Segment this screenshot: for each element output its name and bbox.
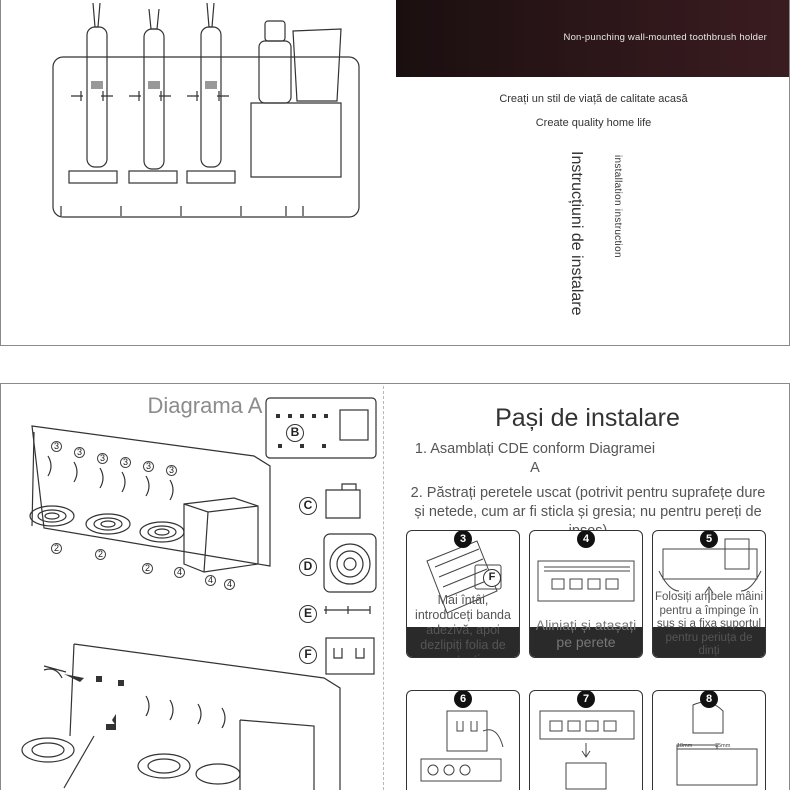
dark-banner: Non-punching wall-mounted toothbrush hol… [396,0,789,77]
part-label-f: F [483,569,501,587]
align-wall-illustration [537,560,635,602]
callout-2: 2 [95,549,106,560]
part-label-f: F [299,646,317,664]
installation-steps-title: Pași de instalare [495,404,680,432]
diagram-a-title: Diagrama A [147,393,263,418]
step-card-5: 5 Folosiți ambele mâini pentru a împinge… [652,530,766,658]
step-number: 7 [577,691,595,708]
callout-4: 4 [224,579,235,590]
step-caption: Mai întâi, introduceți banda adezivă, ap… [415,593,511,657]
step-card-7: 7 [529,690,643,790]
dimension-label: 18mm [677,743,693,749]
callout-2: 2 [51,543,62,554]
dimension-label: 35mm [715,743,731,749]
callout-3: 3 [51,441,62,452]
step-number: 6 [454,691,472,708]
step-number: 4 [577,531,595,548]
step-number: 5 [700,531,718,548]
step-number: 8 [700,691,718,708]
tagline-english: Create quality home life [535,117,652,129]
remove-holder-illustration [539,710,635,790]
peel-film-illustration [420,710,504,782]
callout-4: 4 [205,575,216,586]
vertical-title-english: installation instruction [612,155,623,258]
callout-3: 3 [143,461,154,472]
vertical-title-romanian: Instrucțiuni de instalare [568,151,585,316]
product-cover-panel: Non-punching wall-mounted toothbrush hol… [0,0,790,346]
callout-3: 3 [97,453,108,464]
callout-3: 3 [166,465,177,476]
step-card-4: 4 Aliniați și atașați pe perete [529,530,643,658]
part-label-b: B [286,424,304,442]
step-2-text: 2. Păstrați peretele uscat (potrivit pen… [410,485,766,539]
banner-text: Non-punching wall-mounted toothbrush hol… [563,32,767,43]
caption-band [653,627,765,657]
step-card-3: 3 F Mai întâi, introduceți banda adezivă… [406,530,520,658]
column-divider [383,386,384,790]
caption-band [407,627,519,657]
part-label-e: E [299,605,317,623]
step-1-text: 1. Asamblați CDE conform Diagramei A [414,441,656,476]
part-label-c: C [299,497,317,515]
push-up-illustration [658,538,762,603]
part-label-d: D [299,558,317,576]
step-caption: Aliniați și atașați pe perete [535,617,637,650]
step-card-8: 18mm 35mm 8 [652,690,766,790]
callout-3: 3 [74,447,85,458]
step-card-6: 6 [406,690,520,790]
callout-2: 2 [142,563,153,574]
callout-3: 3 [120,457,131,468]
step-number: 3 [454,531,472,548]
diagram-a-assembly-illustration [21,397,377,790]
toothbrush-holder-illustration [52,2,360,218]
tagline-romanian: Creați un stil de viață de calitate acas… [499,93,688,105]
step-caption: Folosiți ambele mâini pentru a împinge î… [655,591,764,657]
caption-band [530,627,642,657]
callout-4: 4 [174,567,185,578]
